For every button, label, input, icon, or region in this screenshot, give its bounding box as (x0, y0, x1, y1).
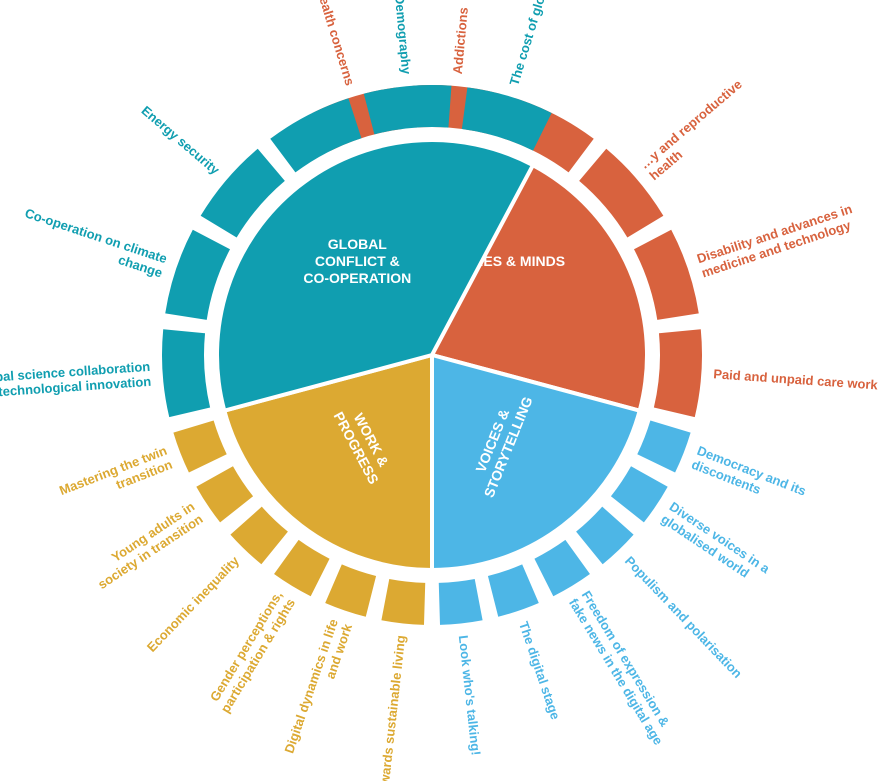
topic-segment (165, 229, 231, 320)
topic-segment (487, 564, 539, 617)
topic-segment (633, 229, 699, 320)
topic-label-line: The cost of global conflict (506, 0, 567, 87)
topic-segment (637, 420, 691, 473)
sector-wedge-voices (430, 353, 642, 572)
topic-label: Co-operation on climatechange (18, 205, 169, 280)
topic-segment (653, 329, 702, 418)
sector-title-line: CO-OPERATION (303, 270, 411, 286)
topic-label-line: Towards sustainable living (375, 634, 408, 781)
topic-label-line: Freedom of expression & (579, 588, 673, 729)
topic-label: Democracy and itsdiscontents (690, 443, 809, 513)
topic-label: Mental health concerns (301, 0, 357, 87)
topic-label: Gender perceptions,participation & right… (205, 588, 298, 715)
topic-label: Young adults insociety in transition (87, 499, 206, 592)
topic-segment (576, 506, 634, 565)
topic-label: Look who's talking! (456, 634, 484, 756)
topic-segment (270, 98, 362, 173)
topic-label-line: …y and reproductive (637, 77, 745, 172)
topic-label: Demography (392, 0, 414, 76)
topic-label-line: Populism and polarisation (622, 553, 745, 681)
topic-label-line: Digital dynamics in life (281, 617, 340, 755)
topic-segment (610, 466, 668, 523)
topic-segment (230, 506, 288, 565)
topic-segments (161, 85, 702, 625)
topic-label-line: Co-operation on climate (23, 205, 169, 266)
topic-label-line: Economic inequality (144, 553, 243, 655)
topic-label-line: Look who's talking! (456, 634, 484, 756)
sector-wedge-work (222, 353, 434, 572)
topic-segment (161, 329, 211, 418)
topic-label: The digital stage (516, 619, 563, 721)
topic-segment (173, 420, 227, 473)
sector-title-line: CONFLICT & (315, 253, 400, 269)
topic-segment (200, 148, 285, 238)
topic-label: Populism and polarisation (622, 553, 745, 681)
topic-segment (325, 564, 377, 617)
topic-segment (579, 148, 664, 238)
topic-segment (381, 578, 426, 625)
topic-segment (196, 466, 254, 523)
topic-label-line: Energy security (138, 103, 223, 178)
topic-label: Digital dynamics in lifeand work (281, 616, 355, 760)
topic-label: Addictions (450, 7, 471, 75)
topic-label: Energy security (138, 103, 223, 178)
topic-label-line: fake news in the digital age (566, 596, 666, 748)
topic-segment (438, 578, 483, 625)
sector-wedge-global (215, 138, 535, 413)
topic-label: …y and reproductivehealth (637, 77, 755, 184)
topic-segment (534, 539, 590, 597)
topic-label: Freedom of expression &fake news in the … (566, 588, 679, 747)
topic-label: Diverse voices in aglobalised world (658, 499, 773, 589)
topic-label-line: Mental health concerns (301, 0, 357, 87)
topic-label: Paid and unpaid care work (713, 366, 879, 392)
topic-label-line: Paid and unpaid care work (713, 366, 879, 392)
sector-title-line: GLOBAL (328, 236, 388, 252)
topic-label-line: The digital stage (516, 619, 563, 721)
topic-label-line: Addictions (450, 7, 471, 75)
topic-segment (363, 85, 452, 135)
topic-segment (461, 87, 552, 151)
topic-label: Towards sustainable living (375, 634, 408, 781)
topic-label: The cost of global conflict (506, 0, 567, 87)
topic-label: Disability and advances inmedicine and t… (695, 201, 859, 280)
topic-label: Global science collaboration& technologi… (0, 359, 152, 401)
topic-label-line: Demography (392, 0, 414, 76)
topic-label: Economic inequality (144, 553, 243, 655)
topic-label: Mastering the twintransition (57, 443, 174, 512)
topic-segment (274, 539, 330, 597)
